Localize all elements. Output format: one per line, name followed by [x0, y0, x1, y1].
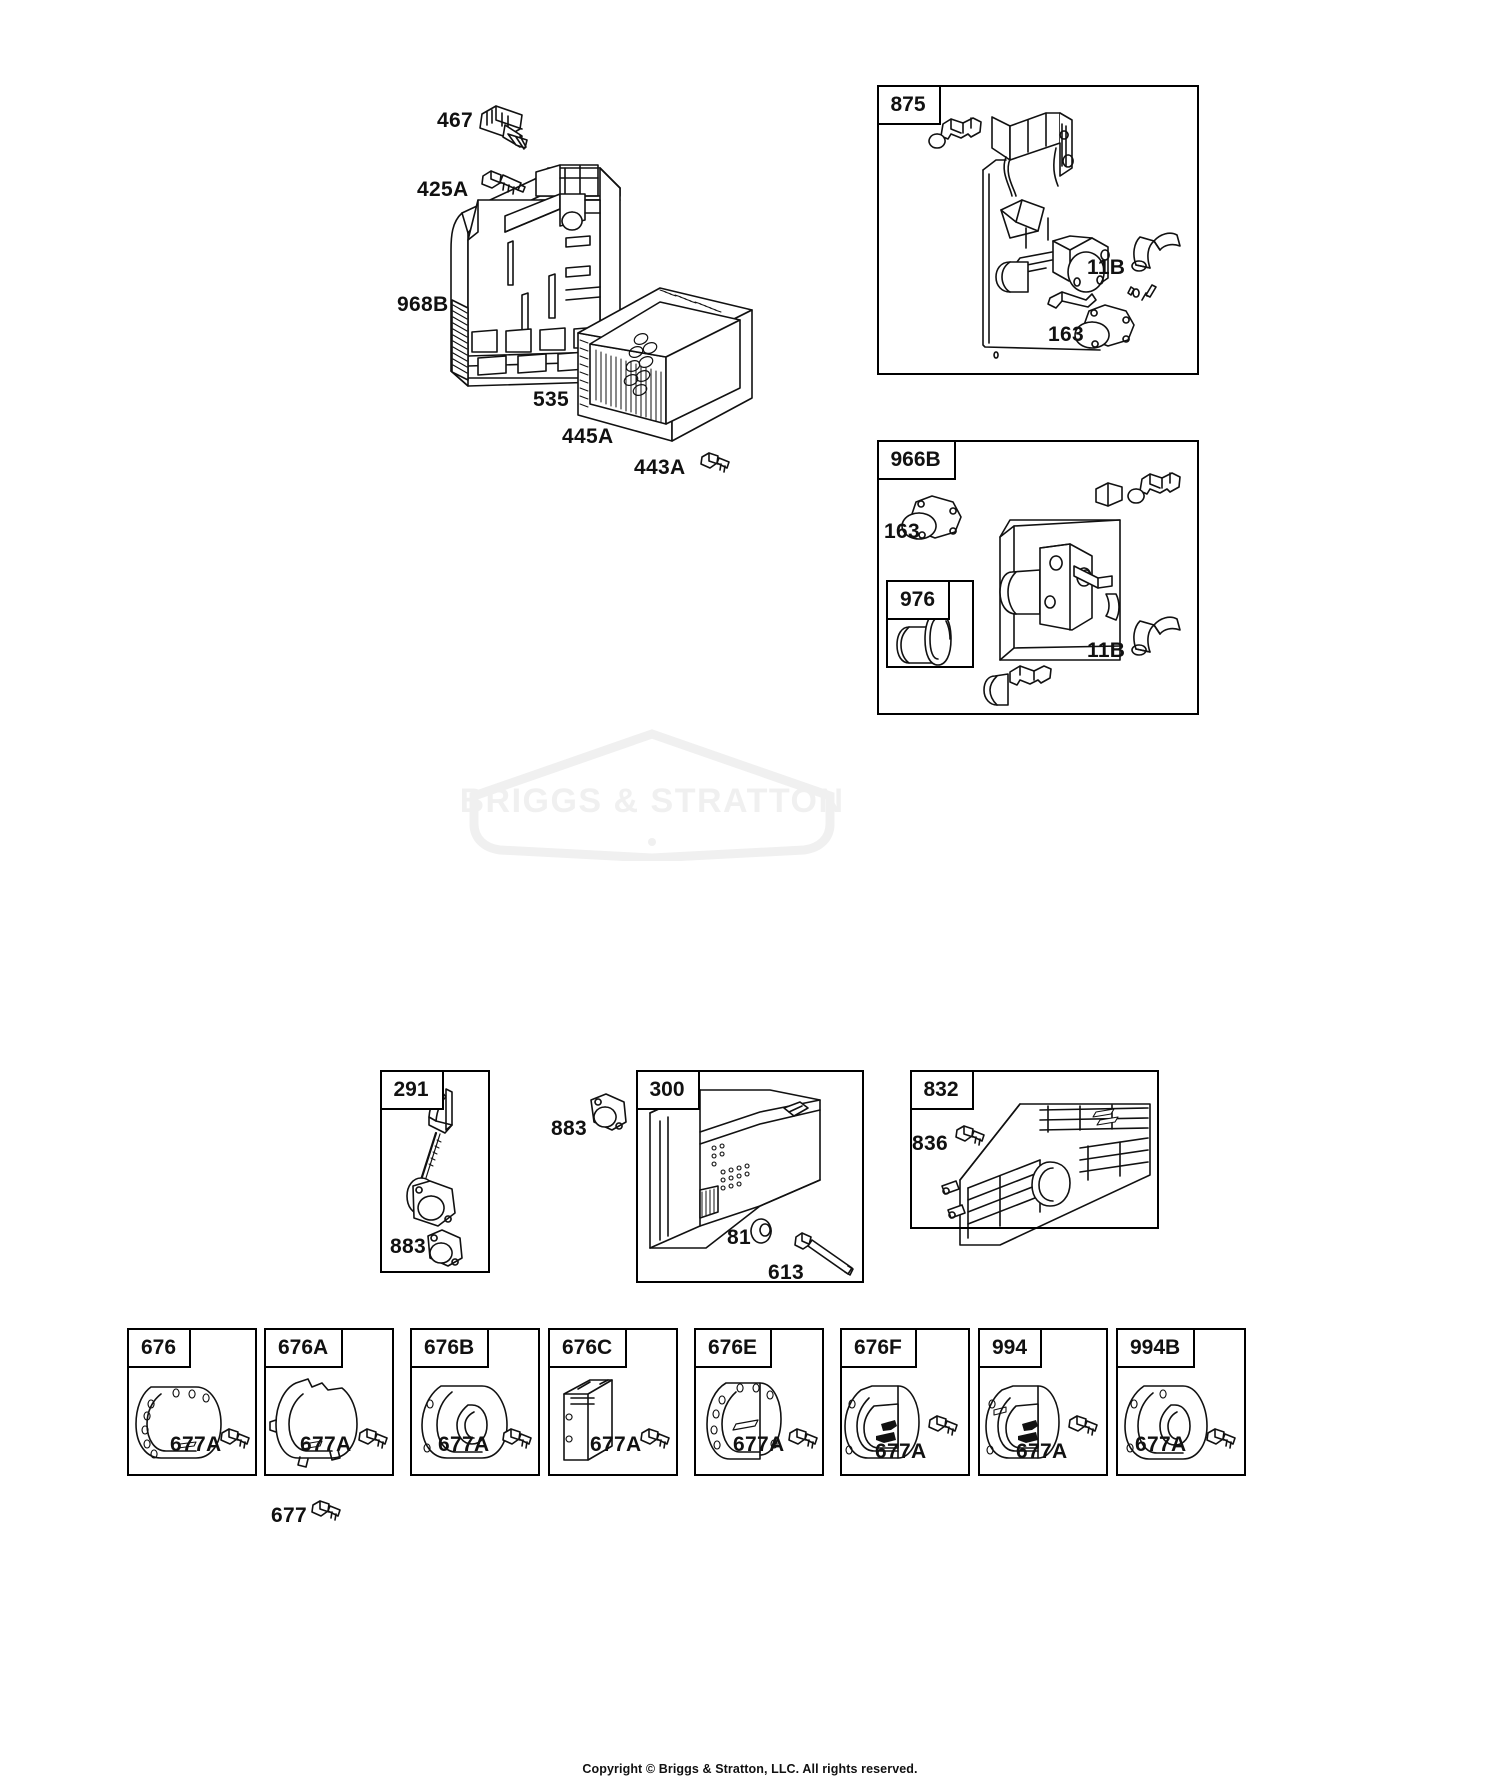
- group-tag-676F: 676F: [840, 1328, 917, 1368]
- callout-832-836: 836: [912, 1132, 948, 1155]
- callout-445A: 445A: [562, 425, 614, 448]
- callout-443A: 443A: [634, 456, 686, 479]
- callout-676-677A: 677A: [170, 1433, 222, 1456]
- part-677-screw-drawing: [311, 1500, 341, 1521]
- callout-535: 535: [533, 388, 569, 411]
- group-box-875: 875: [876, 84, 1199, 375]
- callout-676B-677A: 677A: [438, 1433, 490, 1456]
- group-tag-291: 291: [379, 1069, 444, 1110]
- group-tag-966B: 966B: [876, 439, 956, 480]
- group-tag-300: 300: [635, 1069, 700, 1110]
- callout-677: 677: [271, 1504, 307, 1527]
- group-box-676: 676: [127, 1328, 257, 1476]
- group-box-676C: 676C: [548, 1328, 678, 1476]
- callout-968B: 968B: [397, 293, 449, 316]
- group-tag-994B: 994B: [1116, 1328, 1196, 1368]
- callout-994-677A: 677A: [1016, 1440, 1068, 1463]
- callout-966B-163: 163: [884, 520, 920, 543]
- group-box-976: 976: [886, 580, 974, 668]
- group-tag-832: 832: [909, 1069, 974, 1110]
- group-tag-875: 875: [876, 84, 941, 125]
- group-box-994: 994: [978, 1328, 1108, 1476]
- part-968B-housing-drawing: [450, 164, 621, 387]
- footer-copyright: Copyright © Briggs & Stratton, LLC. All …: [582, 1762, 918, 1776]
- callout-676E-677A: 677A: [733, 1433, 785, 1456]
- group-box-291: 291: [379, 1069, 490, 1273]
- callout-300-613: 613: [768, 1261, 804, 1284]
- group-box-994B: 994B: [1116, 1328, 1246, 1476]
- group-box-676F: 676F: [840, 1328, 970, 1476]
- group-box-676B: 676B: [410, 1328, 540, 1476]
- watermark-text: BRIGGS & STRATTON: [462, 782, 842, 820]
- callout-425A: 425A: [417, 178, 469, 201]
- callout-291-883: 883: [390, 1235, 426, 1258]
- part-467-knob-drawing: [479, 105, 528, 150]
- group-tag-976: 976: [886, 580, 951, 620]
- callout-875-11B: 11B: [1087, 256, 1126, 279]
- part-425A-screw-drawing: [481, 170, 526, 195]
- group-tag-676: 676: [127, 1328, 192, 1368]
- callout-467: 467: [437, 109, 473, 132]
- callout-875-163: 163: [1048, 323, 1084, 346]
- callout-300-81: 81: [727, 1226, 751, 1249]
- briggs-stratton-watermark: BRIGGS & STRATTON: [459, 726, 843, 863]
- callout-966B-11B: 11B: [1087, 639, 1126, 662]
- callout-676A-677A: 677A: [300, 1433, 352, 1456]
- callout-676F-677A: 677A: [875, 1440, 927, 1463]
- callout-883-exhaust: 883: [551, 1117, 587, 1140]
- group-tag-676A: 676A: [264, 1328, 344, 1368]
- group-box-676E: 676E: [694, 1328, 824, 1476]
- part-445A-filter-drawing: [577, 287, 753, 442]
- part-883-exhaust-gasket-drawing: [590, 1093, 627, 1131]
- group-tag-994: 994: [978, 1328, 1043, 1368]
- group-box-832: 832: [909, 1069, 1159, 1229]
- group-box-966B: 966B: [876, 439, 1199, 715]
- group-tag-676B: 676B: [410, 1328, 490, 1368]
- group-tag-676C: 676C: [548, 1328, 628, 1368]
- callout-994B-677A: 677A: [1135, 1433, 1187, 1456]
- group-tag-676E: 676E: [694, 1328, 773, 1368]
- group-box-300: 300: [635, 1069, 864, 1283]
- group-box-676A: 676A: [264, 1328, 394, 1476]
- part-443A-screw-drawing: [700, 452, 730, 473]
- callout-676C-677A: 677A: [590, 1433, 642, 1456]
